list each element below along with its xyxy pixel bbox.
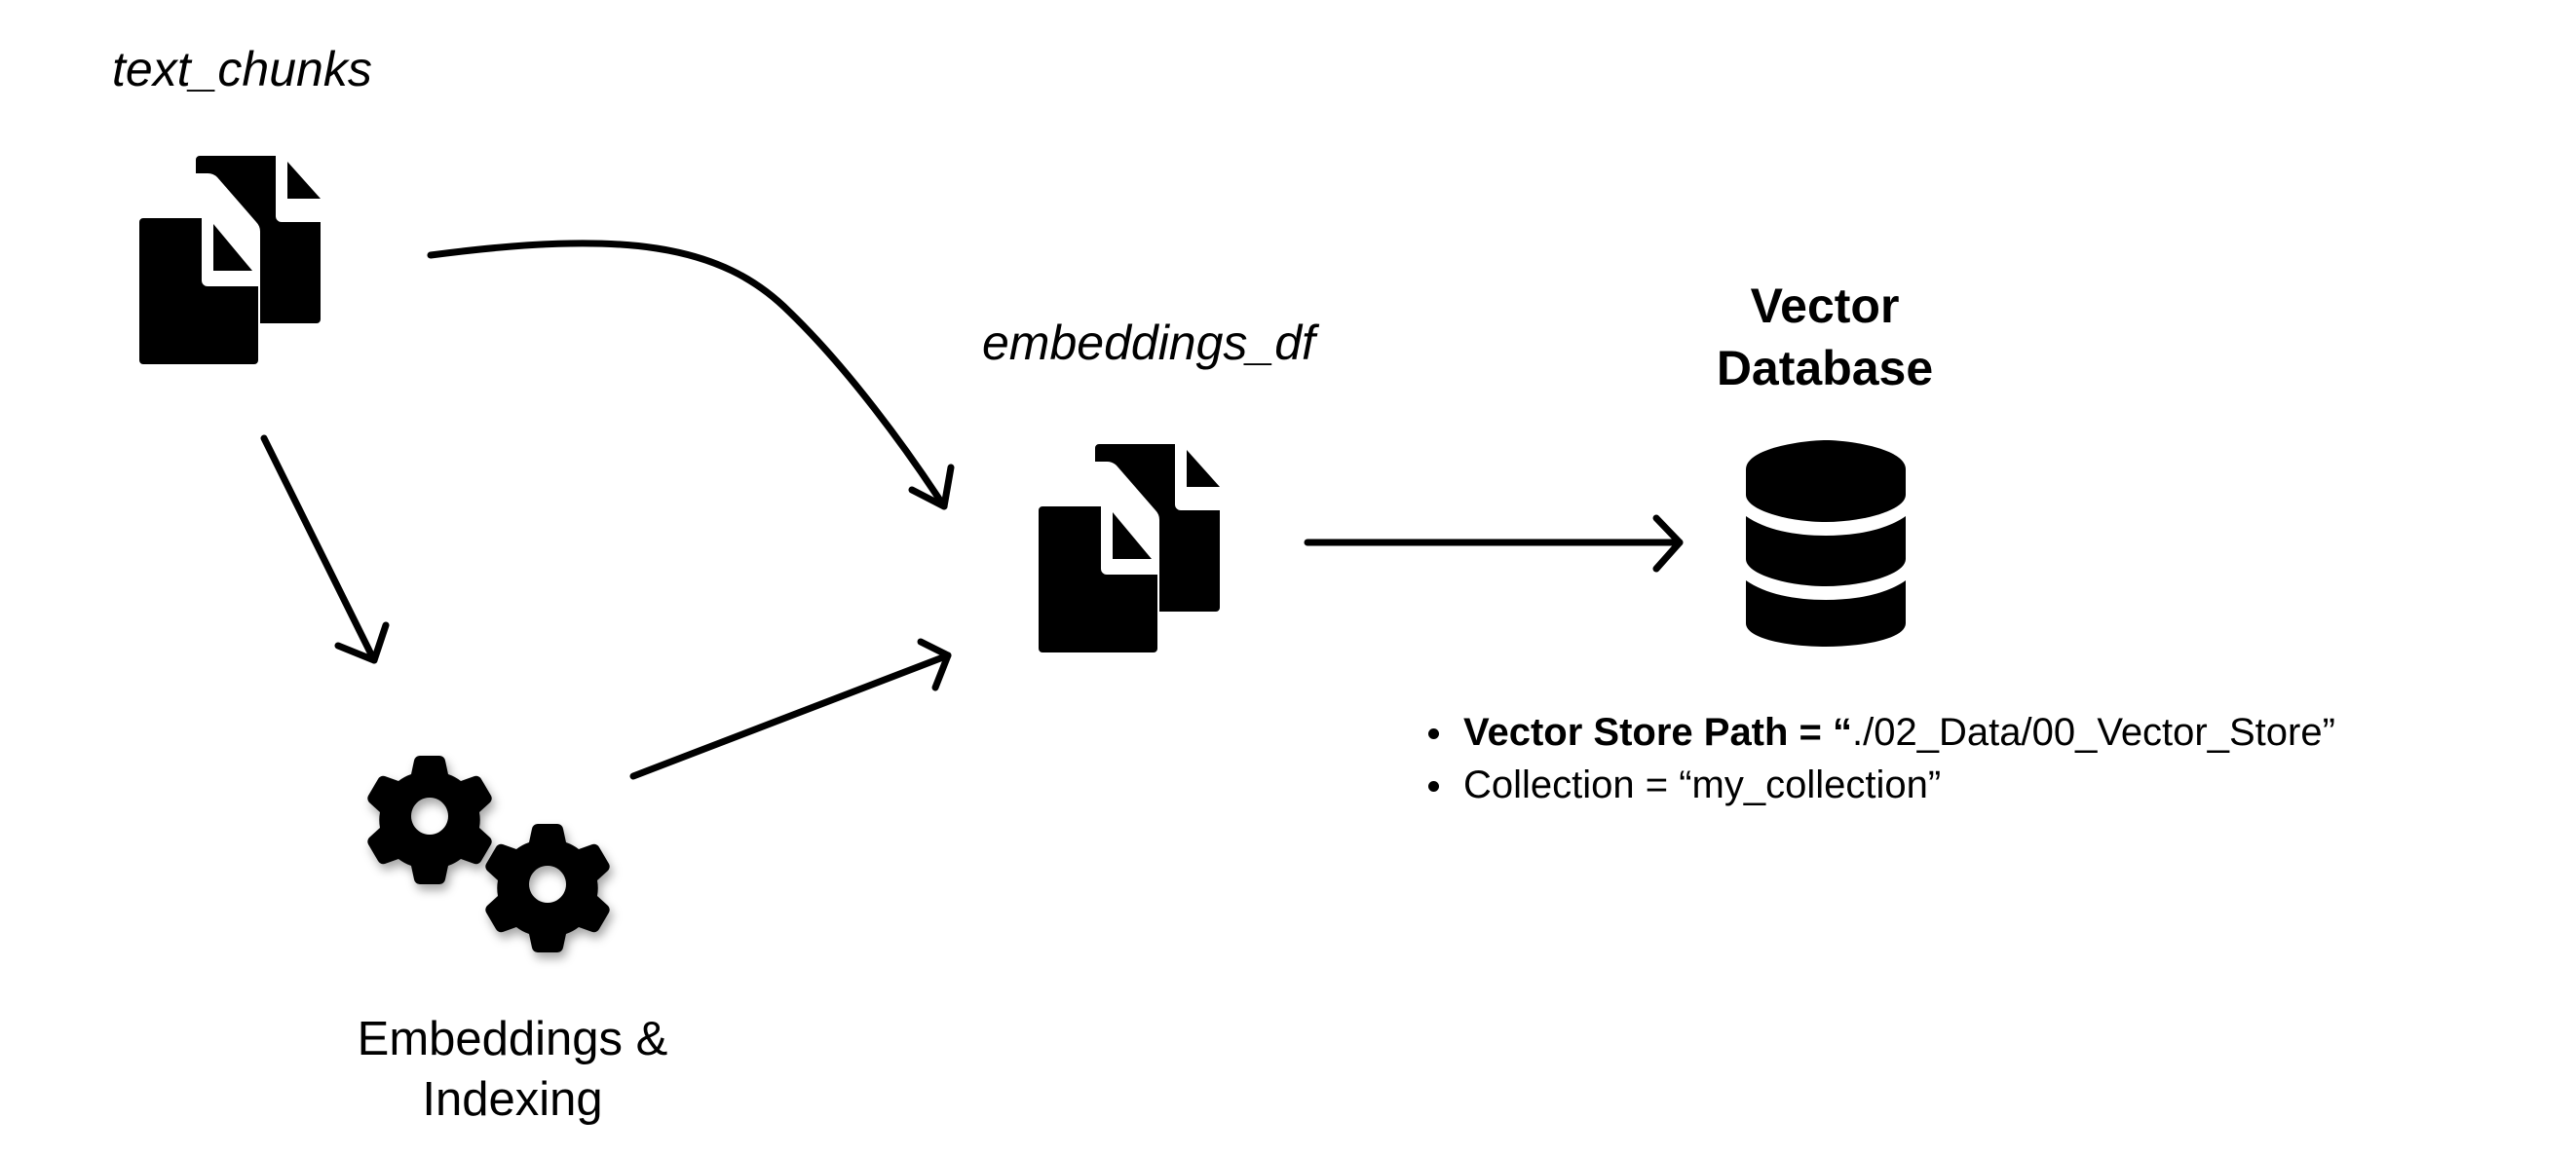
vector-store-path-item: Vector Store Path = “./02_Data/00_Vector… <box>1422 706 2335 759</box>
arrow-head-indexing-to-embeddings-df <box>917 638 952 691</box>
embeddings-indexing-label-line1: Embeddings & <box>357 1013 668 1065</box>
collection-value: Collection = “my_collection” <box>1463 764 1942 806</box>
arrow-head-embeddings-df-to-vector-db <box>1652 514 1684 573</box>
database-icon <box>1746 440 1906 647</box>
vector-store-details: Vector Store Path = “./02_Data/00_Vector… <box>1422 706 2335 811</box>
embeddings-indexing-label: Embeddings & Indexing <box>269 1009 756 1130</box>
text-chunks-label: text_chunks <box>112 42 372 96</box>
arrow-head-text-chunks-to-embeddings-df <box>908 464 955 510</box>
text-chunks-documents-icon <box>139 156 321 364</box>
embeddings-df-documents-icon <box>1039 444 1220 652</box>
gears-icon <box>367 755 610 953</box>
vector-store-path-key: Vector Store Path = “ <box>1463 711 1853 754</box>
arrow-indexing-to-embeddings-df <box>629 652 952 780</box>
embeddings-indexing-label-line2: Indexing <box>422 1073 603 1126</box>
vector-database-title-line2: Database <box>1716 341 1934 395</box>
arrow-text-chunks-to-indexing <box>260 434 378 664</box>
vector-database-title: Vector Database <box>1630 275 2020 399</box>
collection-item: Collection = “my_collection” <box>1422 759 2335 811</box>
vector-database-title-line1: Vector <box>1750 279 1900 333</box>
arrow-head-text-chunks-to-indexing <box>334 621 390 664</box>
arrow-text-chunks-to-embeddings-df <box>427 240 948 510</box>
vector-store-path-value: ./02_Data/00_Vector_Store” <box>1852 711 2335 754</box>
embeddings-df-label: embeddings_df <box>982 316 1315 370</box>
